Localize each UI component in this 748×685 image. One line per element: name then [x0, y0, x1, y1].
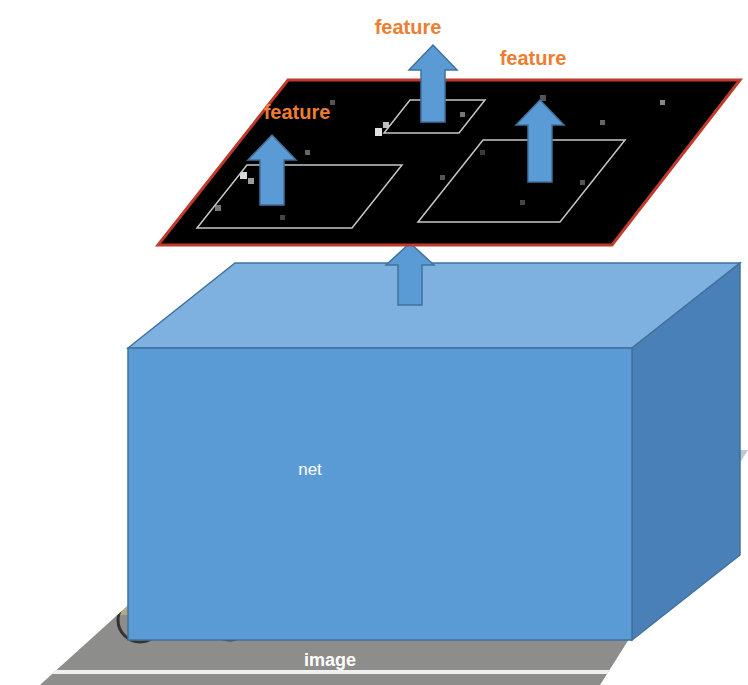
image-panel: image: [40, 450, 748, 685]
node-label: image: [304, 650, 356, 671]
net-block: [128, 263, 740, 640]
feature-label: feature: [500, 47, 567, 70]
node-label: net: [298, 460, 322, 480]
feature-label: feature: [375, 16, 442, 39]
network-block: net: [128, 263, 740, 640]
up-arrow: [386, 243, 434, 305]
feature-map: [158, 80, 740, 245]
feature-arrows: [248, 45, 564, 205]
feature-label: feature: [264, 101, 331, 124]
